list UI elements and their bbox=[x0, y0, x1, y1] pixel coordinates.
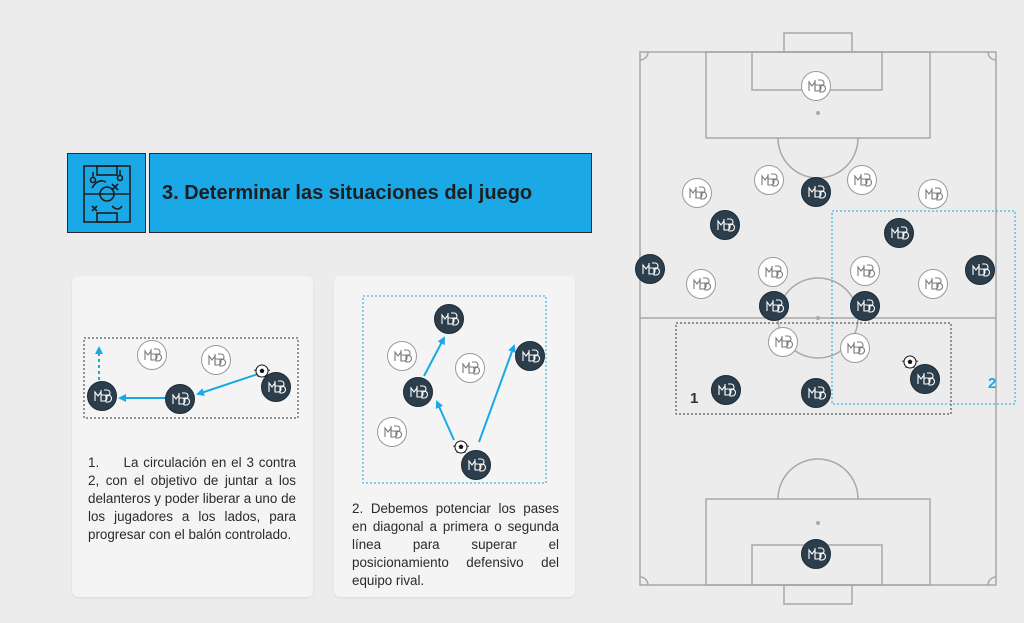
team-player bbox=[460, 449, 492, 481]
team-player bbox=[800, 377, 832, 409]
team-player bbox=[758, 290, 790, 322]
opponent-player bbox=[376, 416, 408, 448]
opponent-player bbox=[200, 344, 232, 376]
team-player bbox=[883, 217, 915, 249]
team-player bbox=[402, 376, 434, 408]
team-player bbox=[710, 374, 742, 406]
page-title: 3. Determinar las situaciones del juego bbox=[162, 181, 533, 204]
team-player bbox=[433, 303, 465, 335]
pass-arrow bbox=[423, 336, 445, 377]
opponent-player bbox=[681, 177, 713, 209]
play-zone-box bbox=[362, 295, 547, 484]
team-goalkeeper bbox=[800, 538, 832, 570]
top-penalty-arc bbox=[777, 137, 859, 179]
panel-one-card bbox=[72, 276, 313, 597]
opponent-player bbox=[386, 340, 418, 372]
pass-arrow bbox=[196, 373, 259, 396]
penalty-spot bbox=[816, 111, 820, 115]
opponent-player bbox=[846, 164, 878, 196]
opponent-player bbox=[917, 268, 949, 300]
opponent-player bbox=[917, 178, 949, 210]
pass-arrow bbox=[478, 344, 516, 443]
panel-one-description: 1. La circulación en el 3 contra 2, con … bbox=[88, 455, 296, 542]
top-goal bbox=[783, 32, 853, 53]
bottom-goal bbox=[783, 584, 853, 605]
panel-two-diagram bbox=[362, 295, 547, 484]
center-spot bbox=[816, 316, 820, 320]
opponent-player bbox=[685, 268, 717, 300]
penalty-spot bbox=[816, 521, 820, 525]
panel-one-diagram bbox=[83, 337, 299, 419]
zone-one-box bbox=[675, 322, 952, 415]
opponent-player bbox=[136, 339, 168, 371]
tactics-board-icon bbox=[67, 153, 146, 233]
team-player bbox=[964, 254, 996, 286]
zone-one-label: 1 bbox=[690, 390, 698, 407]
team-player bbox=[164, 383, 196, 415]
team-player bbox=[634, 253, 666, 285]
team-player bbox=[86, 380, 118, 412]
team-player bbox=[909, 363, 941, 395]
title-banner: 3. Determinar las situaciones del juego bbox=[149, 153, 592, 233]
opponent-player bbox=[454, 352, 486, 384]
opponent-player bbox=[757, 256, 789, 288]
ball-icon bbox=[901, 355, 919, 369]
opponent-player bbox=[839, 332, 871, 364]
opponent-player bbox=[849, 255, 881, 287]
opponent-goalkeeper bbox=[800, 70, 832, 102]
zone-two-label: 2 bbox=[988, 375, 996, 392]
team-player bbox=[849, 290, 881, 322]
team-player bbox=[514, 340, 546, 372]
panel-two-description: 2. Debemos potenciar los pases en diagon… bbox=[352, 501, 559, 588]
team-player bbox=[709, 209, 741, 241]
opponent-player bbox=[753, 164, 785, 196]
pass-arrow bbox=[435, 400, 455, 441]
opponent-player bbox=[767, 326, 799, 358]
play-zone-box bbox=[83, 337, 299, 419]
bottom-penalty-arc bbox=[777, 458, 859, 500]
ball-icon bbox=[452, 440, 470, 454]
team-player bbox=[800, 176, 832, 208]
